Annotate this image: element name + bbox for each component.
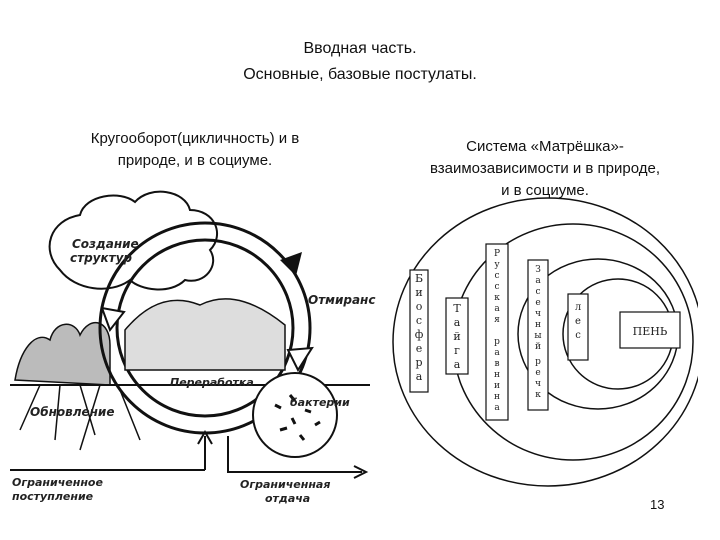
vertical-letter-zasechniy: н — [535, 320, 541, 330]
label-bacteria: бактерии — [290, 396, 350, 409]
right-heading-line-3: и в социуме. — [501, 182, 589, 199]
label-limited-output: Ограниченная — [240, 478, 330, 491]
vertical-letter-biosphere: с — [416, 314, 422, 327]
vertical-letter-tayga: а — [454, 316, 461, 329]
vertical-letter-biosphere: е — [416, 342, 423, 355]
vertical-letter-tayga: г — [454, 344, 460, 357]
vertical-letter-ravnina: н — [494, 370, 500, 380]
vertical-letter-russkaya: я — [494, 315, 500, 325]
left-heading: Кругооборот(цикличность) и в природе, и … — [40, 128, 350, 172]
vertical-letter-zasechniy: е — [535, 298, 540, 308]
right-heading: Система «Матрёшка»- взаимозависимости и … — [380, 136, 710, 202]
vertical-letter-biosphere: о — [416, 300, 423, 313]
vertical-letter-rechka: р — [535, 357, 541, 367]
vertical-letter-russkaya: Р — [494, 249, 500, 259]
label-renewal: Обновление — [30, 405, 114, 419]
arrow-top — [280, 252, 302, 276]
vertical-letter-russkaya: с — [494, 282, 499, 292]
right-heading-line-2: взаимозависимости и в природе, — [429, 160, 661, 177]
vertical-letter-ravnina: и — [494, 381, 500, 391]
vertical-letter-ravnina: а — [494, 403, 500, 413]
vertical-letter-ravnina: н — [494, 392, 500, 402]
title-line-1: Вводная часть. — [303, 40, 417, 57]
outer-ellipse — [392, 197, 698, 487]
vertical-letter-zasechniy: с — [535, 287, 540, 297]
box-biosphere — [409, 269, 429, 393]
cycle-ring-inner — [115, 238, 295, 418]
vertical-letter-zasechniy: ч — [535, 309, 541, 319]
left-heading-line-2: природе, и в социуме. — [117, 152, 273, 169]
title-line-2: Основные, базовые постулаты. — [243, 66, 477, 83]
vertical-letter-russkaya: к — [494, 293, 500, 303]
vertical-letter-rechka: к — [535, 390, 541, 400]
vertical-letter-zasechniy: а — [535, 276, 541, 286]
box-center — [619, 311, 681, 349]
vertical-labels: БиосфераТайгаРусскаяравнинаЗасечныйречкл… — [415, 249, 582, 413]
vertical-letter-zasechniy: З — [535, 265, 541, 275]
label-dying: Отмиранс — [308, 293, 375, 307]
vertical-letter-biosphere: ф — [415, 328, 424, 341]
label-creation-2: структур — [70, 251, 132, 265]
label-limited-input-2: поступление — [12, 490, 94, 503]
vertical-letter-ravnina: в — [494, 359, 499, 369]
right-heading-line-1: Система «Матрёшка»- — [466, 138, 624, 155]
vertical-letter-les: е — [575, 316, 581, 327]
vertical-letter-les: л — [575, 302, 581, 313]
input-arrow — [197, 430, 213, 470]
vertical-letter-tayga: а — [454, 358, 461, 371]
box-russkaya — [485, 243, 509, 421]
vertical-letter-russkaya: а — [494, 304, 500, 314]
box-les — [567, 293, 589, 361]
vertical-letter-tayga: Т — [453, 302, 461, 315]
inner-landscape — [124, 298, 286, 371]
slide-title: Вводная часть. Основные, базовые постула… — [0, 36, 720, 88]
vertical-letter-zasechniy: й — [535, 342, 541, 352]
cycle-diagram: Создание структур Отмиранс Переработка О… — [10, 190, 375, 505]
vertical-letter-biosphere: а — [416, 370, 423, 383]
vertical-letter-russkaya: у — [494, 260, 500, 270]
bushes — [14, 321, 111, 386]
page-number: 13 — [650, 497, 665, 512]
vertical-letter-zasechniy: ы — [534, 331, 541, 341]
vertical-letter-tayga: й — [453, 330, 460, 343]
box-zasechniy — [527, 259, 549, 411]
vertical-letter-biosphere: Б — [415, 272, 423, 285]
left-heading-line-1: Кругооборот(цикличность) и в — [90, 130, 300, 147]
label-limited-input: Ограниченное — [12, 476, 103, 489]
bacteria-circle — [252, 372, 338, 458]
center-box-label: ПЕНЬ — [633, 325, 668, 338]
box-tayga — [445, 297, 469, 375]
label-limited-output-2: отдача — [265, 492, 310, 505]
vertical-letter-rechka: е — [535, 368, 540, 378]
vertical-letter-ravnina: р — [494, 337, 500, 347]
vertical-letter-biosphere: и — [415, 286, 422, 299]
vertical-letter-russkaya: с — [494, 271, 499, 281]
label-creation: Создание — [72, 237, 139, 251]
arrow-left — [100, 306, 126, 333]
roots — [19, 384, 141, 451]
vertical-letter-rechka: ч — [535, 379, 541, 389]
label-processing: Переработка — [170, 376, 254, 389]
vertical-letter-ravnina: а — [494, 348, 500, 358]
arrow-right — [286, 346, 314, 373]
bacteria-dots — [274, 394, 321, 441]
output-arrow — [227, 436, 369, 479]
nested-diagram: БиосфераТайгаРусскаяравнинаЗасечныйречкл… — [392, 197, 698, 487]
vertical-letter-les: с — [575, 330, 581, 341]
vertical-letter-biosphere: р — [415, 356, 422, 369]
